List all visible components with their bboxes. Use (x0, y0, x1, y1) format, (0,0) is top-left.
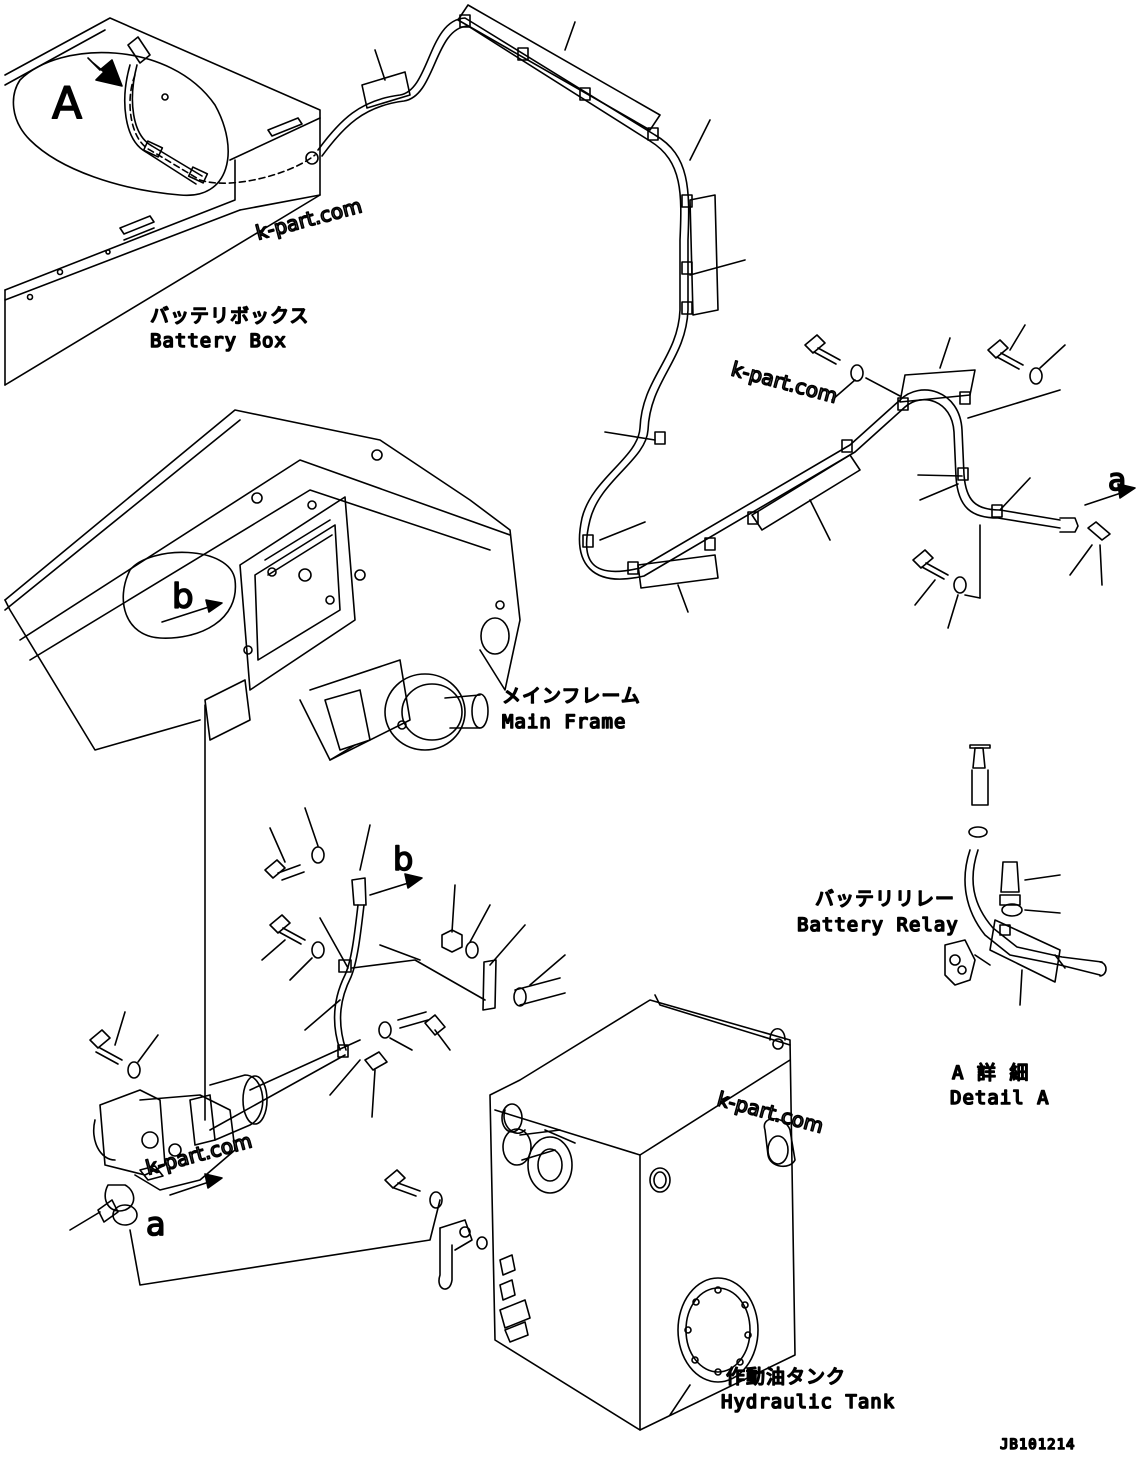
watermark-3: k-part.com (715, 1087, 826, 1138)
drawing-code: JB101214 (1000, 1437, 1075, 1453)
watermark-4: k-part.com (143, 1128, 254, 1179)
battery-cable-harness (317, 4, 1111, 613)
ref-b-marker-frame: b (172, 577, 194, 617)
battery-box (4, 17, 321, 386)
ref-a-marker-bottom: a (146, 1205, 166, 1243)
battery-relay-label-jp: バッテリリレー (815, 888, 955, 910)
main-frame-label-jp: メインフレーム (502, 685, 641, 707)
detail-a-battery-relay (944, 744, 1107, 1006)
hydraulic-tank-label-jp: 作動油タンク (726, 1366, 846, 1388)
ref-a-marker-top: a (1108, 463, 1126, 498)
detail-a-label-en: Detail A (950, 1087, 1050, 1109)
main-frame-label-en: Main Frame (502, 711, 626, 733)
detail-a-label-jp: A 詳 細 (952, 1062, 1029, 1084)
watermark-2: k-part.com (729, 357, 840, 408)
ref-b-marker-cable: b (393, 840, 413, 878)
hydraulic-tank-label-en: Hydraulic Tank (721, 1391, 895, 1413)
hydraulic-tank (384, 994, 796, 1431)
ref-b-arrow-head-cable (404, 873, 423, 889)
battery-box-label-jp: バッテリボックス (150, 305, 309, 327)
battery-box-label-en: Battery Box (150, 330, 287, 352)
main-frame (4, 409, 521, 761)
starter-relay-assembly (69, 1011, 441, 1286)
ground-cable (209, 807, 566, 1131)
view-a-marker: A (52, 78, 82, 129)
battery-relay-label-en: Battery Relay (797, 914, 959, 936)
ref-a-arrow-head-bottom (204, 1173, 223, 1189)
bolt-set-top (804, 324, 1066, 629)
ref-a-arrow-head-top (1117, 483, 1136, 499)
